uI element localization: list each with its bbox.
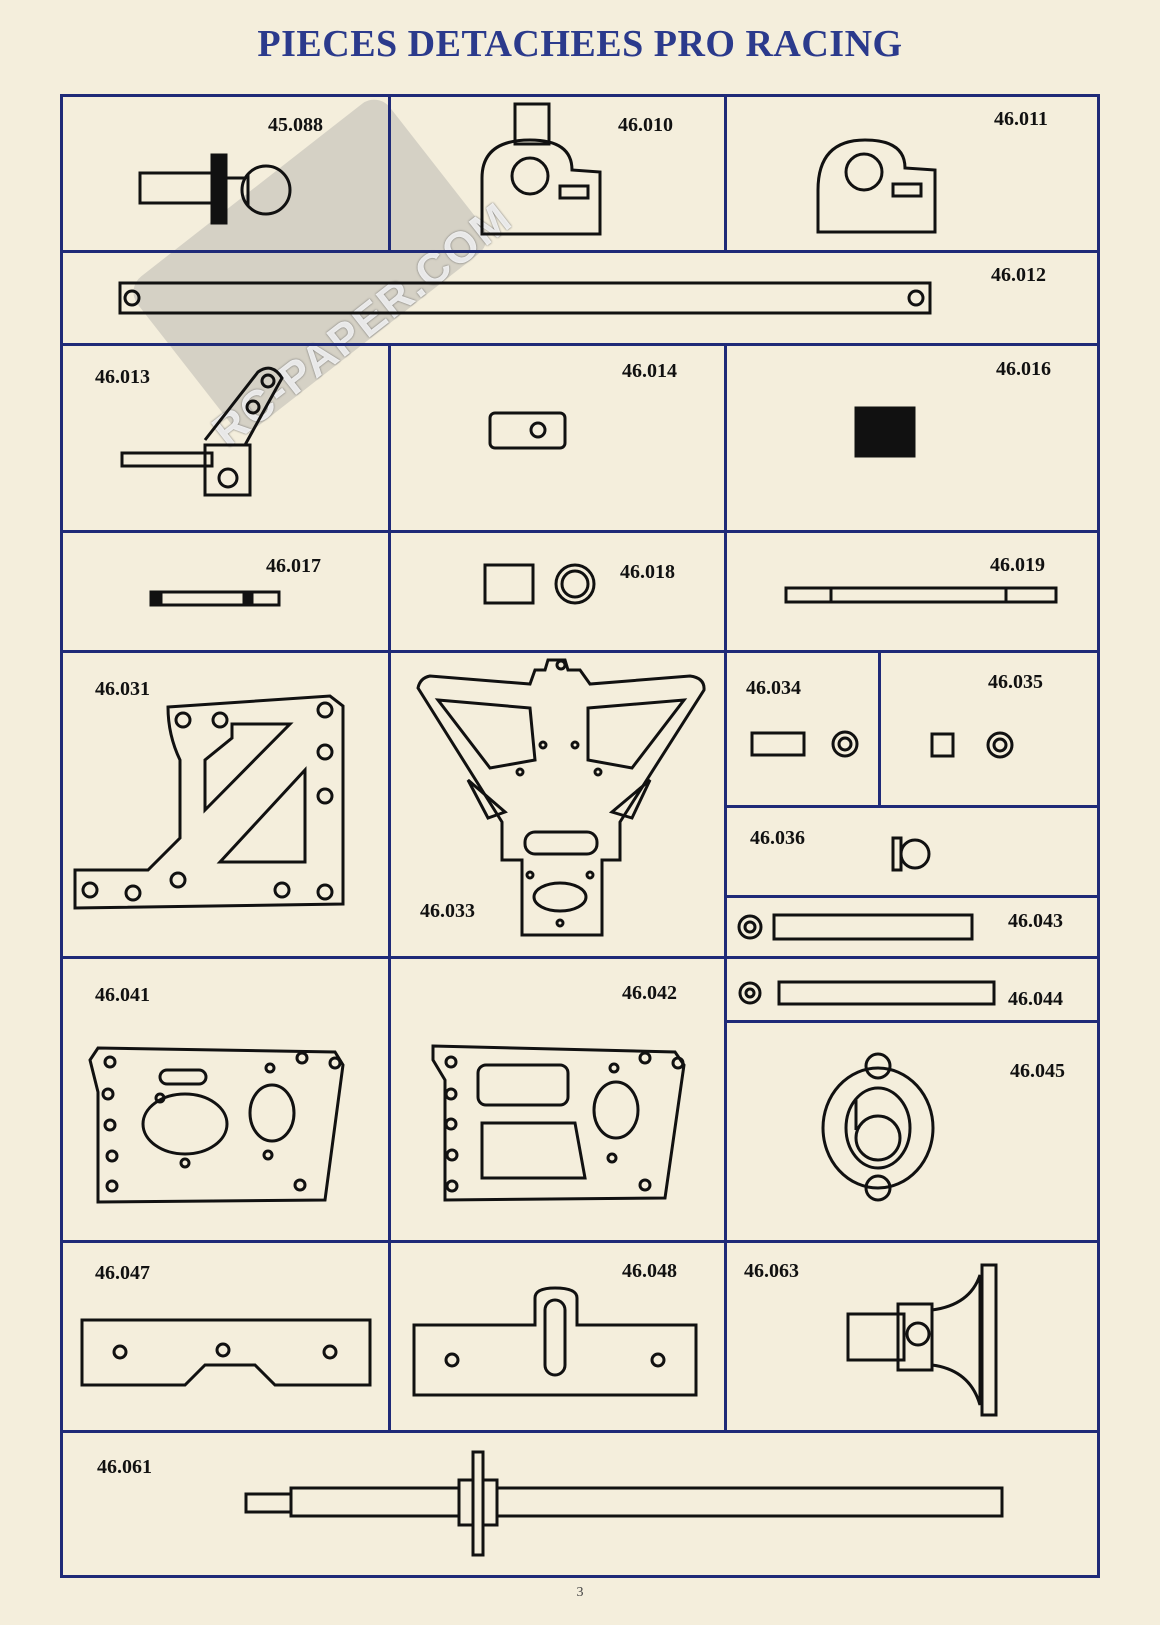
part-number-46031: 46.031 (95, 678, 150, 700)
part-number-46035: 46.035 (988, 671, 1043, 693)
part-number-46016: 46.016 (996, 358, 1051, 380)
grid-line (60, 650, 1100, 653)
grid-line (60, 956, 1100, 959)
part-number-46013: 46.013 (95, 366, 150, 388)
part-number-46011: 46.011 (994, 108, 1048, 130)
grid-line (724, 343, 727, 1430)
part-number-46043: 46.043 (1008, 910, 1063, 932)
parts-grid-frame (60, 94, 1100, 1578)
grid-line (60, 1240, 1100, 1243)
part-number-45088: 45.088 (268, 114, 323, 136)
grid-line (60, 530, 1100, 533)
grid-line (726, 895, 1100, 898)
grid-line (60, 1430, 1100, 1433)
part-number-46010: 46.010 (618, 114, 673, 136)
grid-line (878, 650, 881, 805)
part-number-46041: 46.041 (95, 984, 150, 1006)
part-number-46034: 46.034 (746, 677, 801, 699)
grid-line (726, 805, 1100, 808)
part-number-46044: 46.044 (1008, 988, 1063, 1010)
part-number-46048: 46.048 (622, 1260, 677, 1282)
grid-line (388, 343, 391, 1430)
part-number-46047: 46.047 (95, 1262, 150, 1284)
part-number-46017: 46.017 (266, 555, 321, 577)
part-number-46045: 46.045 (1010, 1060, 1065, 1082)
part-number-46012: 46.012 (991, 264, 1046, 286)
grid-line (60, 343, 1100, 346)
part-number-46019: 46.019 (990, 554, 1045, 576)
part-number-46042: 46.042 (622, 982, 677, 1004)
page-number: 3 (576, 1585, 584, 1600)
page-title: PIECES DETACHEES PRO RACING (257, 23, 903, 65)
grid-line (724, 94, 727, 250)
part-number-46033: 46.033 (420, 900, 475, 922)
grid-line (726, 1020, 1100, 1023)
part-number-46063: 46.063 (744, 1260, 799, 1282)
grid-line (388, 94, 391, 250)
part-number-46036: 46.036 (750, 827, 805, 849)
part-number-46018: 46.018 (620, 561, 675, 583)
part-number-46014: 46.014 (622, 360, 677, 382)
part-number-46061: 46.061 (97, 1456, 152, 1478)
grid-line (60, 250, 1100, 253)
